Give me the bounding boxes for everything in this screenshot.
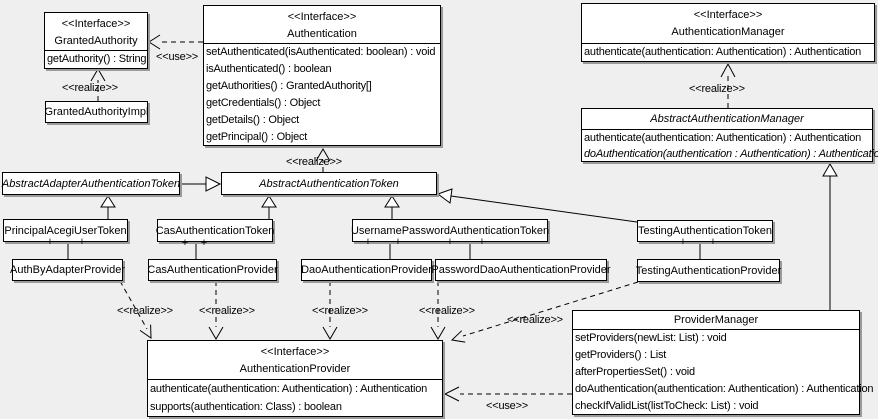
class-name: GrantedAuthorityImpl — [44, 106, 149, 118]
class-name: AbstractAuthenticationToken — [259, 177, 399, 190]
class-testing-authentication-token[interactable]: TestingAuthenticationToken — [637, 220, 773, 242]
class-name: TestingAuthenticationProvider — [635, 264, 782, 277]
class-name: PasswordDaoAuthenticationProvider — [431, 264, 611, 276]
method: getAuthorities() : GrantedAuthority[] — [206, 80, 372, 92]
stereotype-label: <<Interface>> — [260, 346, 330, 358]
class-authentication-provider[interactable]: <<Interface>> AuthenticationProvider aut… — [147, 340, 443, 417]
class-cas-authentication-token[interactable]: CasAuthenticationToken — [155, 219, 275, 242]
class-password-dao-authentication-provider[interactable]: PasswordDaoAuthenticationProvider — [431, 259, 611, 281]
association-plus: + — [679, 236, 687, 248]
class-name: AuthenticationManager — [671, 26, 785, 38]
generalization-line — [107, 176, 831, 310]
class-name: GrantedAuthority — [54, 35, 138, 47]
class-name: ProviderManager — [673, 314, 759, 326]
method: authenticate(authentication: Authenticat… — [584, 132, 862, 144]
generalization-arrowhead — [100, 163, 838, 208]
method: getDetails() : Object — [206, 114, 300, 126]
method: authenticate(authentication: Authenticat… — [150, 383, 428, 395]
realize-label: <<realize>> — [117, 305, 173, 317]
association-plus: + — [364, 236, 372, 248]
class-name: AuthenticationProvider — [239, 363, 351, 375]
realize-label: <<realize>> — [286, 156, 342, 168]
realize-label: <<realize>> — [507, 314, 563, 326]
realize-label: <<realize>> — [62, 82, 118, 94]
stereotype-label: <<Interface>> — [61, 18, 131, 30]
class-name: AbstractAuthenticationManager — [650, 113, 804, 125]
method: getAuthority() : String — [47, 53, 147, 65]
class-auth-by-adapter-provider[interactable]: AuthByAdapterProvider — [10, 259, 125, 281]
method: checkIfValidList(listToCheck: List) : vo… — [575, 400, 759, 412]
realize-label: <<realize>> — [689, 83, 745, 95]
class-authentication[interactable]: <<Interface>> Authentication setAuthenti… — [203, 5, 441, 146]
realize-label: <<realize>> — [312, 305, 368, 317]
class-granted-authority[interactable]: <<Interface>> GrantedAuthority getAuthor… — [44, 12, 148, 69]
method: isAuthenticated() : boolean — [206, 63, 332, 75]
class-principal-acegi-user-token[interactable]: PrincipalAcegiUserToken — [3, 219, 128, 242]
realize-label: <<realize>> — [419, 305, 475, 317]
method: authenticate(authentication: Authenticat… — [584, 46, 862, 58]
class-cas-authentication-provider[interactable]: CasAuthenticationProvider — [147, 259, 278, 281]
method: setAuthenticated(isAuthenticated: boolea… — [206, 46, 436, 58]
class-name: AbstractAdapterAuthenticationToken — [1, 177, 181, 190]
class-abstract-authentication-manager[interactable]: AbstractAuthenticationManager authentica… — [581, 108, 878, 162]
method: supports(authentication: Class) : boolea… — [150, 401, 342, 413]
class-authentication-manager[interactable]: <<Interface>> AuthenticationManager auth… — [581, 3, 875, 62]
association-plus: + — [446, 236, 454, 248]
stereotype-label: <<Interface>> — [693, 9, 763, 21]
method: getPrincipal() : Object — [206, 131, 308, 143]
association-plus: + — [394, 236, 402, 248]
association-plus: + — [709, 236, 717, 248]
method: afterPropertiesSet() : void — [575, 366, 695, 378]
association-plus: + — [200, 237, 208, 249]
use-label: <<use>> — [156, 51, 199, 63]
method: getProviders() : List — [575, 349, 667, 361]
class-provider-manager[interactable]: ProviderManager setProviders(newList: Li… — [572, 310, 874, 415]
class-abstract-adapter-authentication-token[interactable]: AbstractAdapterAuthenticationToken — [2, 172, 180, 195]
class-name: CasAuthenticationToken — [155, 224, 275, 237]
method: doAuthentication(authentication: Authent… — [575, 383, 874, 395]
class-name: PrincipalAcegiUserToken — [4, 224, 127, 237]
class-name: CasAuthenticationProvider — [147, 264, 278, 276]
method: getCredentials() : Object — [206, 97, 321, 109]
association-line — [67, 242, 701, 259]
method: setProviders(newList: List) : void — [575, 332, 727, 344]
method: doAuthentication(authentication : Authen… — [584, 148, 878, 160]
class-name: Authentication — [287, 28, 357, 40]
class-granted-authority-impl[interactable]: GrantedAuthorityImpl — [45, 101, 148, 123]
class-dao-authentication-provider[interactable]: DaoAuthenticationProvider — [301, 259, 432, 281]
association-plus: + — [78, 236, 86, 248]
association-plus: + — [46, 236, 54, 248]
use-label: <<use>> — [486, 400, 529, 412]
class-name: UsernamePasswordAuthenticationToken — [350, 224, 550, 237]
class-abstract-authentication-token[interactable]: AbstractAuthenticationToken — [221, 172, 437, 195]
association-plus: + — [181, 237, 189, 249]
class-name: TestingAuthenticationToken — [638, 225, 772, 237]
association-plus: + — [478, 236, 486, 248]
class-username-password-authentication-token[interactable]: UsernamePasswordAuthenticationToken — [350, 219, 550, 242]
class-name: DaoAuthenticationProvider — [301, 264, 432, 276]
class-testing-authentication-provider[interactable]: TestingAuthenticationProvider — [635, 259, 782, 282]
class-name: AuthByAdapterProvider — [10, 264, 125, 276]
realize-label: <<realize>> — [199, 305, 255, 317]
stereotype-label: <<Interface>> — [287, 11, 357, 23]
